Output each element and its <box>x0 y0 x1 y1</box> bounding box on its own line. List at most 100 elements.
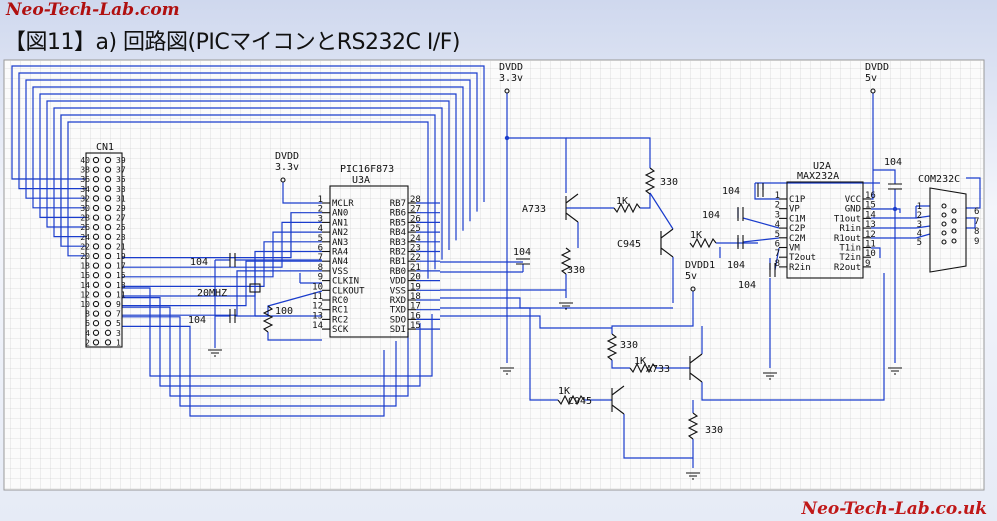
page-title: 【図11】a) 回路図(PICマイコンとRS232C I/F) <box>4 30 461 55</box>
max-pin-name: T1in <box>839 244 861 254</box>
max-pin-name: VCC <box>845 195 861 205</box>
wire <box>871 93 874 200</box>
wire <box>60 114 436 270</box>
ground-symbol <box>686 472 700 480</box>
cn1-pin-number: 20 <box>80 252 90 261</box>
wire <box>122 306 409 397</box>
cn1-pin-number: 15 <box>116 271 126 280</box>
pic-pin-number: 8 <box>318 263 323 273</box>
max232a-chip <box>786 181 864 279</box>
max-pin-name: C1M <box>789 214 806 224</box>
max-pin-number: 13 <box>865 220 876 230</box>
pic-pin-number: 11 <box>312 292 323 302</box>
cn1-pin <box>104 233 112 240</box>
pnp-transistor-q1-label: A733 <box>522 204 546 215</box>
power-terminal <box>690 286 696 292</box>
cap-104-label: 104 <box>513 247 531 258</box>
cn1-pin-number: 23 <box>116 233 126 242</box>
max-pin-number: 6 <box>775 240 780 250</box>
wire <box>122 287 433 377</box>
pic-pin-name: RB3 <box>390 238 406 248</box>
cn1-pin-number: 3 <box>116 329 121 338</box>
pic-pin-number: 15 <box>410 321 421 331</box>
max-pin-number: 15 <box>865 201 876 211</box>
pic-pin-name: CLKOUT <box>332 286 365 296</box>
wire <box>701 273 885 401</box>
pic-pin-name: RC2 <box>332 315 348 325</box>
capacitor-c6 <box>737 235 744 249</box>
pic-pin-number: 21 <box>410 263 421 273</box>
db9-pin-number: 7 <box>974 217 979 227</box>
cn1-pin <box>104 329 112 336</box>
wire <box>440 307 693 459</box>
cn1-pin-number: 36 <box>80 175 90 184</box>
wire <box>46 100 450 250</box>
cn1-pin <box>104 214 112 221</box>
power-value: 3.3v <box>275 162 299 173</box>
cn1-pin <box>92 166 100 173</box>
resistor-330-label: 330 <box>567 265 585 276</box>
cap-104-label: 104 <box>702 210 720 221</box>
cn1-pin-number: 4 <box>85 329 90 338</box>
pic-pin-number: 13 <box>312 311 323 321</box>
wire <box>122 260 322 307</box>
cn1-pin <box>92 233 100 240</box>
power-terminal <box>870 88 876 94</box>
max-pin-number: 14 <box>865 210 876 220</box>
cn1-pin-number: 2 <box>85 338 90 347</box>
pic-pin-name: CLKIN <box>332 277 359 287</box>
pic-pin-name: RC0 <box>332 296 348 306</box>
db9-pin <box>941 230 947 236</box>
db9-pin <box>951 238 957 244</box>
cap-104-label: 104 <box>884 157 902 168</box>
cn1-pin <box>104 262 112 269</box>
pic-pin-number: 17 <box>410 302 421 312</box>
max-pin-name: R1in <box>839 224 861 234</box>
cn1-pin-number: 9 <box>116 300 121 309</box>
max-pin-name: T1out <box>834 214 861 224</box>
cn1-pin-number: 22 <box>80 242 90 251</box>
cn1-pin <box>92 176 100 183</box>
cn1-pin-number: 18 <box>80 262 90 271</box>
cn1-pin <box>104 243 112 250</box>
pic-pin-name: VSS <box>390 286 406 296</box>
wire <box>122 325 385 417</box>
cap-104-label: 104 <box>188 315 206 326</box>
cn1-pin <box>104 339 112 346</box>
max-pin-number: 11 <box>865 240 876 250</box>
resistor-330-b <box>560 247 572 275</box>
max-pin-number: 5 <box>775 230 780 240</box>
cn1-pin-number: 26 <box>80 223 90 232</box>
cn1-pin <box>92 204 100 212</box>
max-pin-number: 4 <box>775 220 780 230</box>
cn1-pin-number: 14 <box>80 281 90 290</box>
cn1-pin <box>92 291 100 298</box>
pic-pin-number: 12 <box>312 302 323 312</box>
cn1-pin-number: 33 <box>116 185 126 194</box>
pic-pin-name: RA4 <box>332 248 348 258</box>
wire <box>282 182 322 204</box>
db9-pin <box>951 218 957 224</box>
resistor-1k-label: 1K <box>634 356 646 367</box>
capacitor-c7 <box>769 263 776 277</box>
cn1-pin-number: 29 <box>116 204 126 213</box>
wire <box>871 208 901 213</box>
crystal-20mhz <box>249 283 261 293</box>
cn1-pin-number: 21 <box>116 242 126 251</box>
wire <box>440 261 524 273</box>
cn1-pin <box>92 272 100 279</box>
pic-part-label: PIC16F873 <box>340 164 394 175</box>
wire <box>440 297 673 309</box>
pic-pin-name: RXD <box>390 296 406 306</box>
pic-pin-number: 14 <box>312 321 323 331</box>
cn1-pin <box>104 224 112 231</box>
db9-pin <box>941 239 947 245</box>
capacitor-c1 <box>229 253 236 267</box>
power-terminal <box>504 88 510 94</box>
max-pin-name: R2in <box>789 263 811 273</box>
pic-pin-name: RC1 <box>332 306 348 316</box>
max-pin-number: 7 <box>775 249 780 259</box>
capacitor-c8 <box>888 183 902 190</box>
pic-pin-number: 20 <box>410 273 421 283</box>
pic-pin-number: 10 <box>312 282 323 292</box>
